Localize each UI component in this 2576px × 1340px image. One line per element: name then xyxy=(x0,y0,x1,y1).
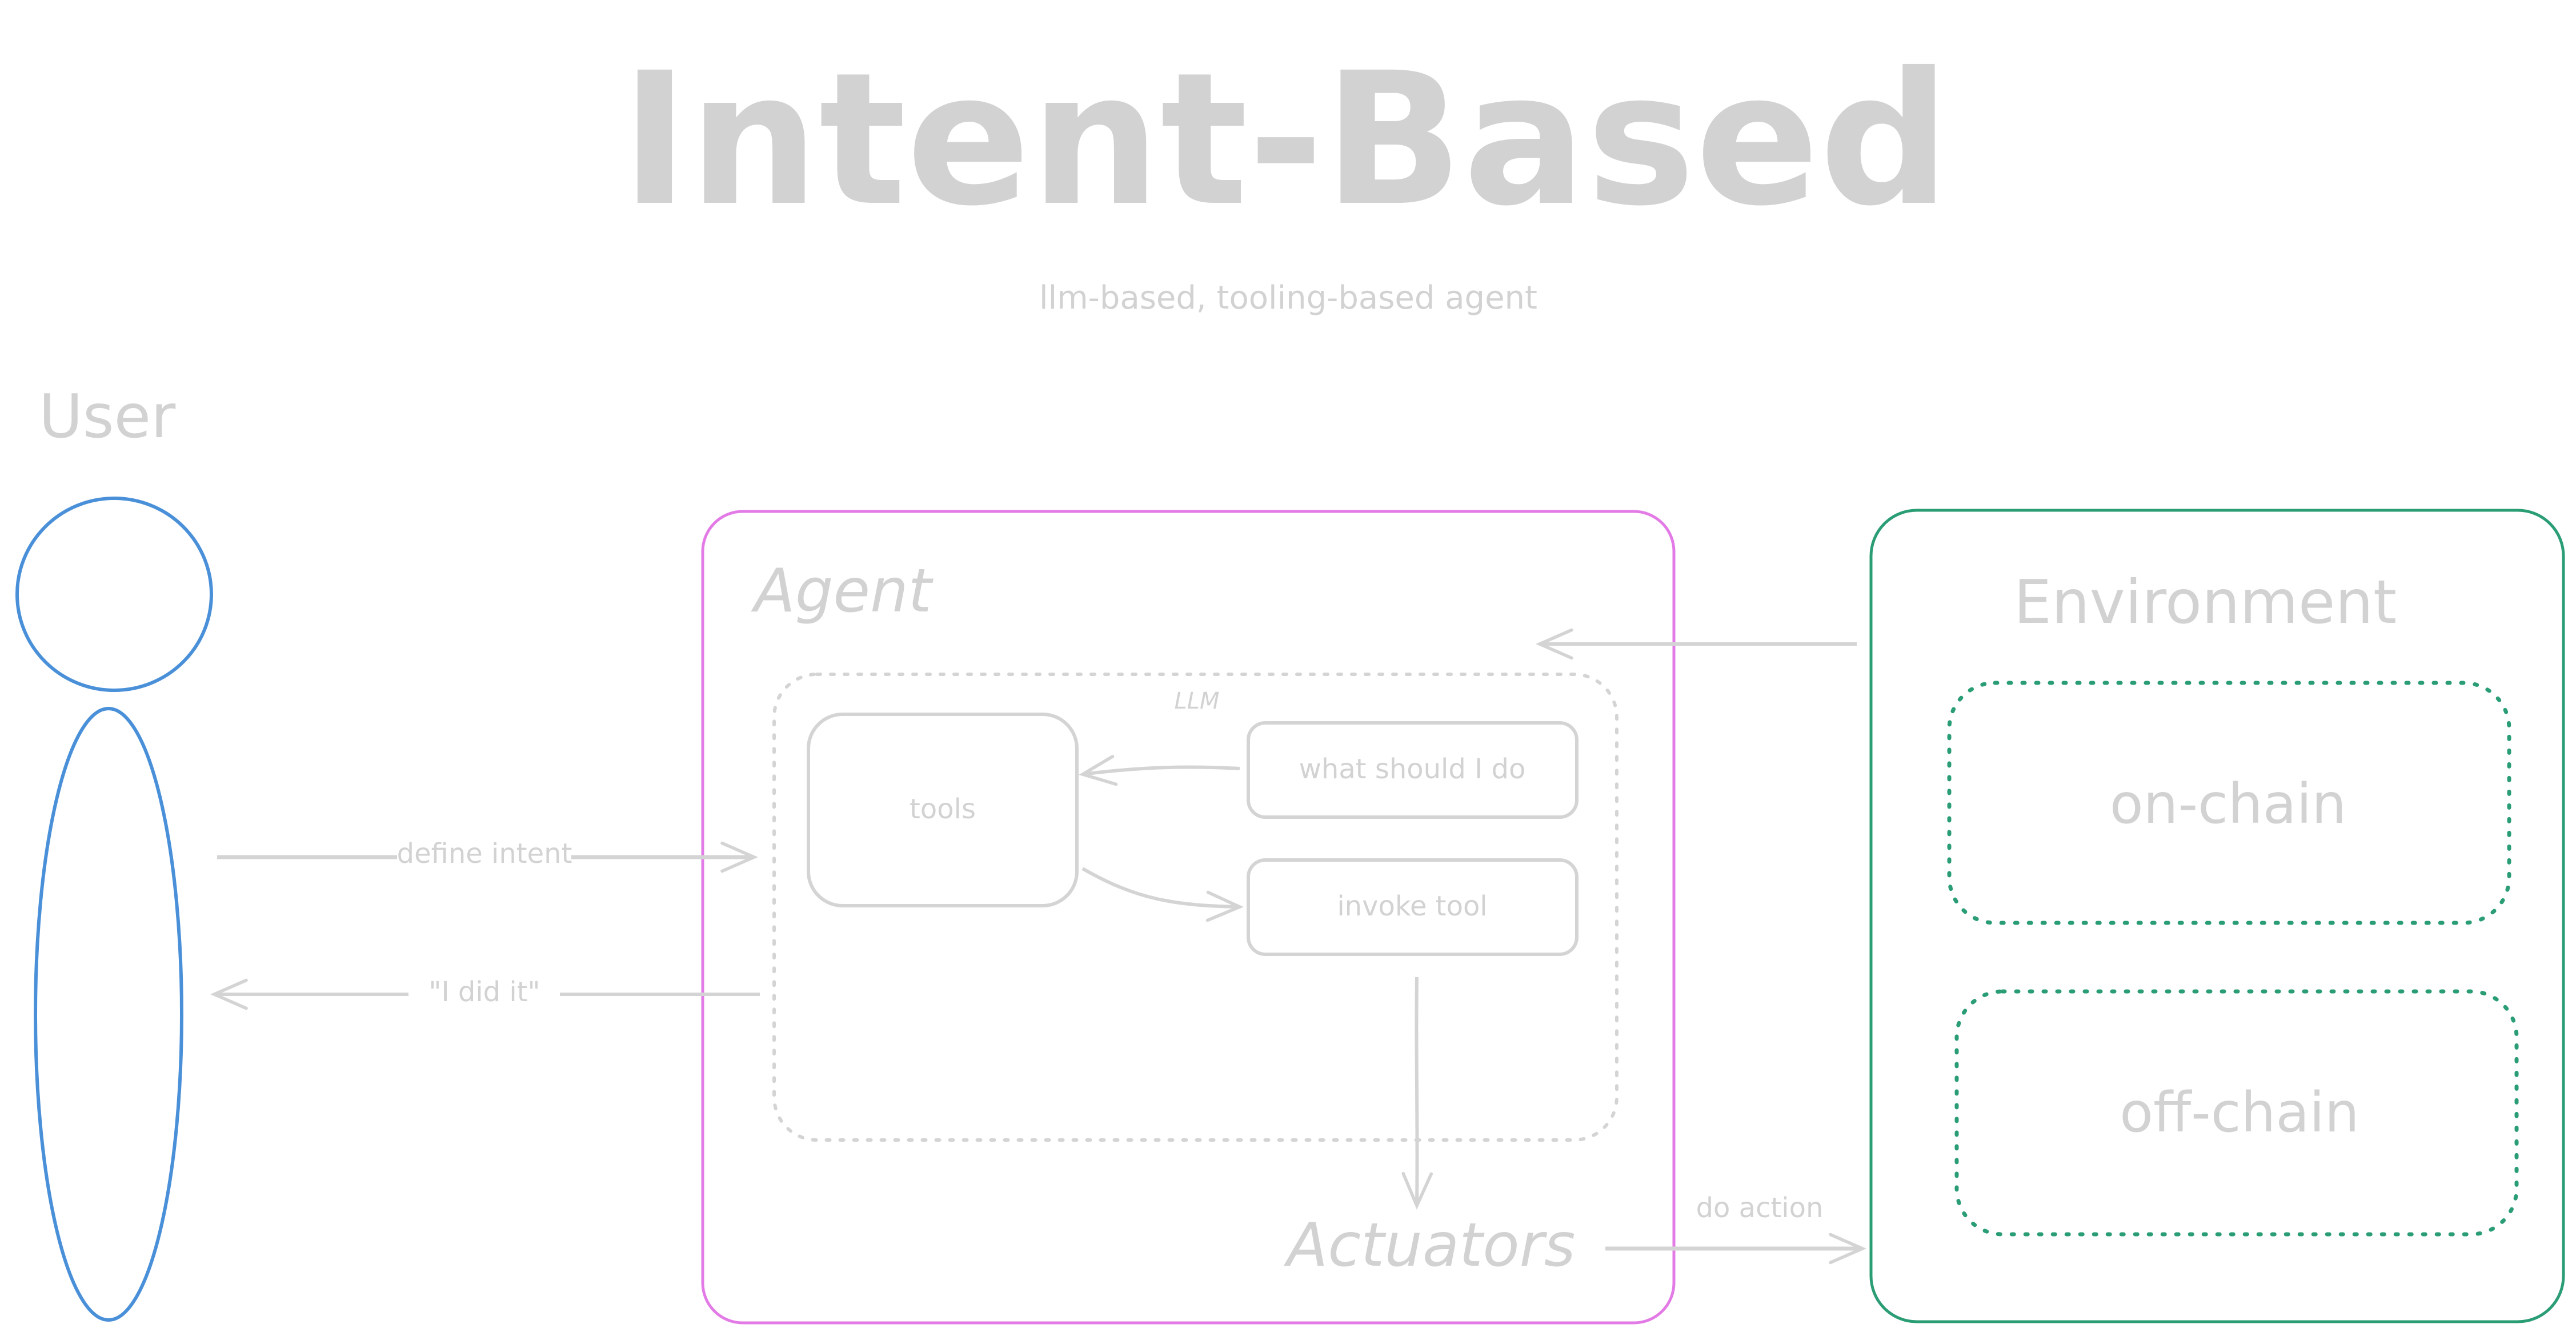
actuators-label: Actuators xyxy=(1284,1210,1576,1280)
tools-box xyxy=(807,713,1079,907)
agent-label: Agent xyxy=(751,556,934,626)
page-title: Intent-Based xyxy=(621,34,1950,246)
on-chain-box xyxy=(1947,681,2511,925)
what-should-i-do-box xyxy=(1247,721,1579,819)
user-label: User xyxy=(39,382,176,451)
on-chain-label: on-chain xyxy=(2110,772,2346,836)
environment-container xyxy=(1869,509,2565,1323)
arrow-what-to-tools xyxy=(1079,755,1240,786)
arrow-invoke-to-actuators xyxy=(1401,977,1433,1210)
define-intent-label: define intent xyxy=(397,838,572,870)
user-figure xyxy=(15,497,213,1322)
edge-i-did-it: "I did it" xyxy=(210,974,760,1010)
page-subtitle: llm-based, tooling-based agent xyxy=(1039,279,1537,317)
llm-label: LLM xyxy=(1174,688,1219,714)
what-should-i-do-label: what should I do xyxy=(1299,753,1526,785)
invoke-tool-box xyxy=(1247,858,1579,956)
tools-label: tools xyxy=(910,793,976,825)
i-did-it-label: "I did it" xyxy=(428,976,540,1008)
agent-container xyxy=(701,510,1676,1325)
edge-do-action: do action xyxy=(1605,1192,1866,1265)
user-head xyxy=(15,497,213,692)
off-chain-box xyxy=(1954,989,2519,1237)
llm-container xyxy=(772,673,1618,1142)
edge-define-intent: define intent xyxy=(217,838,758,873)
arrow-tools-to-invoke xyxy=(1081,867,1244,922)
user-body xyxy=(34,707,183,1322)
do-action-label: do action xyxy=(1696,1192,1824,1224)
off-chain-label: off-chain xyxy=(2120,1081,2359,1145)
invoke-tool-label: invoke tool xyxy=(1337,890,1487,922)
environment-label: Environment xyxy=(2014,567,2397,637)
